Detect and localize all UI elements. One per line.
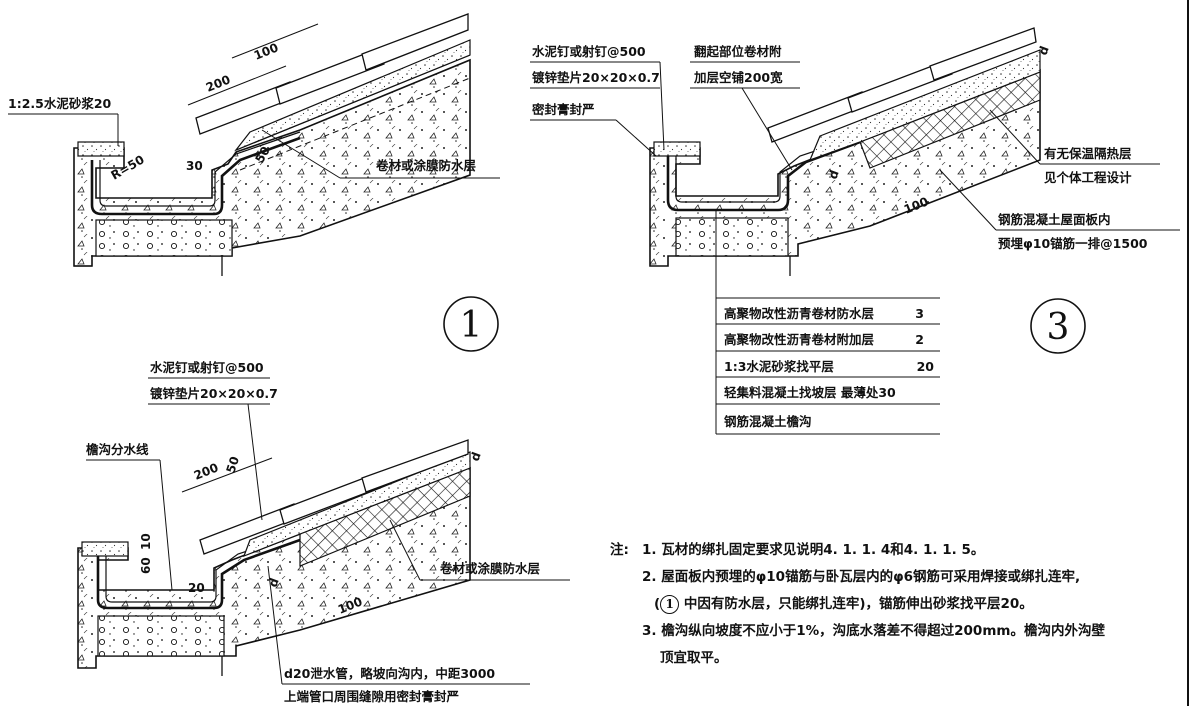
detail-2: 200 50 10 60 20 100 d d 水泥钉或射钉@500 镀锌垫片2… [77,360,570,704]
upturn-label-3b: 加层空铺200宽 [693,70,783,85]
membrane-1 [90,136,301,216]
nail-label-2a: 水泥钉或射钉@500 [150,360,264,375]
note-3-line2: 顶宜取平。 [660,650,728,666]
dim-20-2: 20 [188,581,205,595]
gutter-slab-2 [97,615,225,657]
layer-row-5-name: 钢筋混凝土檐沟 [724,414,812,429]
layer-row-4-name: 轻集料混凝土找坡层 最薄处30 [724,385,896,400]
note-item-2b: (1 中因有防水层，只能绑扎连牢)，锚筋伸出砂浆找平层20。 [610,591,1188,618]
membrane-3 [666,140,861,212]
detail-3: 100 d d 水泥钉或射钉@500 镀锌垫片20×20×0.7 密封膏封严 翻… [530,27,1180,354]
note-2-line1: 2. 屋面板内预埋的φ10锚筋与卧瓦层内的φ6钢筋可采用焊接或绑扎连牢, [642,569,1081,585]
note-item-1: 注: 1. 瓦材的绑扎固定要求见说明4. 1. 1. 4和4. 1. 1. 5。 [610,537,1188,564]
nail-label-3b: 镀锌垫片20×20×0.7 [532,70,660,85]
detail-1: 200 100 30 R=50 50 1:2.5水泥砂浆20 卷材或涂膜防水层 … [8,13,500,352]
layer-row-3-value: 20 [917,359,935,374]
nail-label-2b: 镀锌垫片20×20×0.7 [150,386,278,401]
insul-label-3a: 有无保温隔热层 [1044,146,1132,161]
detail-number-3: 3 [1047,307,1070,348]
detail-number-1: 1 [460,305,483,346]
anchor-label-3b: 预埋φ10锚筋一排@1500 [998,236,1148,251]
gutter-slab-3 [675,217,789,257]
gutter-slab-1 [95,219,233,257]
anchor-label-3a: 钢筋混凝土屋面板内 [998,212,1111,227]
mortar-label-1: 1:2.5水泥砂浆20 [8,96,112,111]
note-item-3a: 3. 檐沟纵向坡度不应小于1%，沟底水落差不得超过200mm。檐沟内外沟壁 [610,618,1188,645]
note-3-line1: 3. 檐沟纵向坡度不应小于1%，沟底水落差不得超过200mm。檐沟内外沟壁 [642,623,1105,639]
layer-row-2-value: 2 [915,332,924,347]
layer-row-2-name: 高聚物改性沥青卷材附加层 [724,332,875,347]
membrane-2 [96,538,301,610]
seal-label-3: 密封膏封严 [531,102,595,117]
layer-row-1-value: 3 [915,306,924,321]
note-2-line2: 中因有防水层，只能绑扎连牢)，锚筋伸出砂浆找平层20。 [679,596,1033,612]
dim-30-1: 30 [186,159,203,173]
note-item-3b: 顶宜取平。 [610,645,1188,672]
circled-detail-ref: 1 [660,594,680,614]
note-item-2a: 2. 屋面板内预埋的φ10锚筋与卧瓦层内的φ6钢筋可采用焊接或绑扎连牢, [610,564,1188,591]
dim-60-2: 60 [139,557,153,574]
divide-label-2: 檐沟分水线 [86,442,149,457]
layer-row-1-name: 高聚物改性沥青卷材防水层 [724,306,875,321]
roof-tiles-1 [195,13,469,135]
note-prefix: 注: [610,542,629,558]
insul-label-3b: 见个体工程设计 [1044,170,1132,185]
dim-200-1: 200 [204,72,232,94]
notes-block: 注:1. 瓦材的绑扎固定要求见说明4. 1. 1. 4和4. 1. 1. 5。 … [610,537,1188,672]
layers-table: 高聚物改性沥青卷材防水层 3 高聚物改性沥青卷材附加层 2 1:3水泥砂浆找平层… [715,210,940,435]
roof-tiles-2 [199,439,469,555]
upturn-label-3a: 翻起部位卷材附 [694,44,782,59]
nail-label-3a: 水泥钉或射钉@500 [532,44,646,59]
note-1-text: 1. 瓦材的绑扎固定要求见说明4. 1. 1. 4和4. 1. 1. 5。 [642,542,985,558]
membrane-label-1: 卷材或涂膜防水层 [375,158,477,173]
dim-50-2: 50 [224,455,242,475]
dim-10-2: 10 [139,533,153,550]
membrane-label-2: 卷材或涂膜防水层 [439,561,541,576]
dim-100-1: 100 [252,40,280,62]
roof-tiles-3 [767,27,1037,143]
note-2-paren: ( [654,596,661,612]
screed-layer-1 [234,39,471,152]
layer-row-3-name: 1:3水泥砂浆找平层 [724,359,834,374]
drain-label-2b: 上端管口周围缝隙用密封膏封严 [284,689,459,704]
drain-label-2a: d20泄水管，略坡向沟内，中距3000 [284,666,495,681]
